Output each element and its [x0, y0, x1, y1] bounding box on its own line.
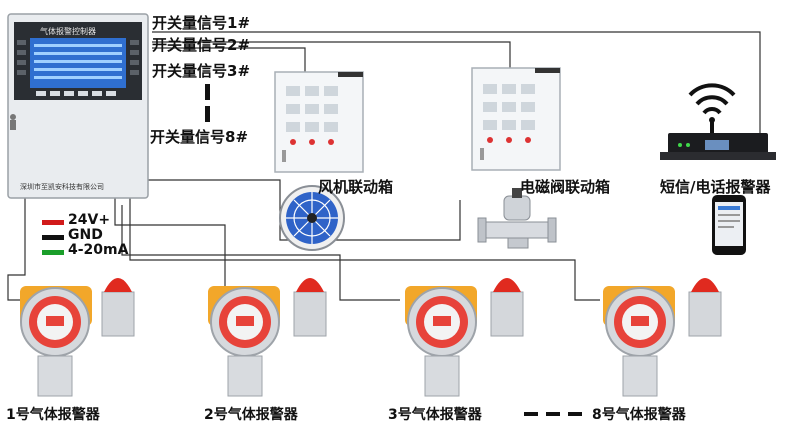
wire-detector-3 — [121, 205, 400, 301]
signal-label-2: 开关量信号2# — [152, 36, 251, 54]
fan-icon — [279, 185, 345, 251]
wire-detector-2 — [114, 198, 226, 300]
wire-signal-3 — [152, 47, 306, 75]
key-icon — [10, 120, 16, 130]
legend-swatch-signal — [42, 250, 64, 255]
signal-label-8: 开关量信号8# — [150, 128, 249, 146]
gas-detector-3 — [405, 278, 524, 397]
sms-phone-alarm-unit — [660, 133, 776, 160]
controller-screen-title: 气体报警控制器 — [40, 27, 96, 36]
detector-label-1: 1号气体报警器 — [6, 407, 100, 423]
alarm-light-icon — [104, 278, 132, 292]
legend-signal: 4-20mA — [68, 242, 129, 258]
wire-signal-1 — [152, 31, 761, 150]
fan-box-label: 风机联动箱 — [318, 178, 394, 196]
phone-icon — [712, 195, 746, 255]
gas-detector-8 — [603, 278, 722, 397]
wire-detector-8 — [129, 192, 600, 301]
ellipsis-dash-upper — [205, 84, 210, 100]
detector-ellipsis-dash — [568, 412, 582, 416]
legend-swatch-power — [42, 220, 64, 225]
wifi-icon — [688, 83, 736, 115]
signal-label-3: 开关量信号3# — [152, 62, 251, 80]
wire-signal-2 — [152, 41, 511, 75]
legend-power: 24V+ — [68, 212, 111, 228]
detector-label-2: 2号气体报警器 — [204, 407, 298, 423]
gas-detector-1 — [20, 278, 135, 397]
valve-box-label: 电磁阀联动箱 — [520, 178, 611, 196]
gas-alarm-controller — [7, 13, 149, 199]
sms-alarm-label: 短信/电话报警器 — [660, 178, 771, 196]
wire-detector-1 — [7, 198, 26, 301]
detector-ellipsis-dash — [546, 412, 560, 416]
controller-company: 深圳市至凯安科技有限公司 — [20, 183, 104, 191]
signal-wires — [7, 31, 761, 301]
legend-ground: GND — [68, 227, 103, 243]
detector-label-3: 3号气体报警器 — [388, 407, 482, 423]
alarm-light-icon — [296, 278, 324, 292]
alarm-light-icon — [493, 278, 521, 292]
ellipsis-dash-lower — [205, 106, 210, 122]
legend-swatch-ground — [42, 235, 64, 240]
detector-ellipsis-dash — [524, 412, 538, 416]
fan-linkage-box — [274, 71, 364, 173]
wire-fan-valve — [140, 179, 461, 241]
detector-label-8: 8号气体报警器 — [592, 407, 686, 423]
alarm-light-icon — [691, 278, 719, 292]
solenoid-valve-box — [471, 67, 561, 171]
solenoid-valve-icon — [477, 188, 557, 249]
signal-label-1: 开关量信号1# — [152, 14, 251, 32]
gas-detector-2 — [208, 278, 327, 397]
